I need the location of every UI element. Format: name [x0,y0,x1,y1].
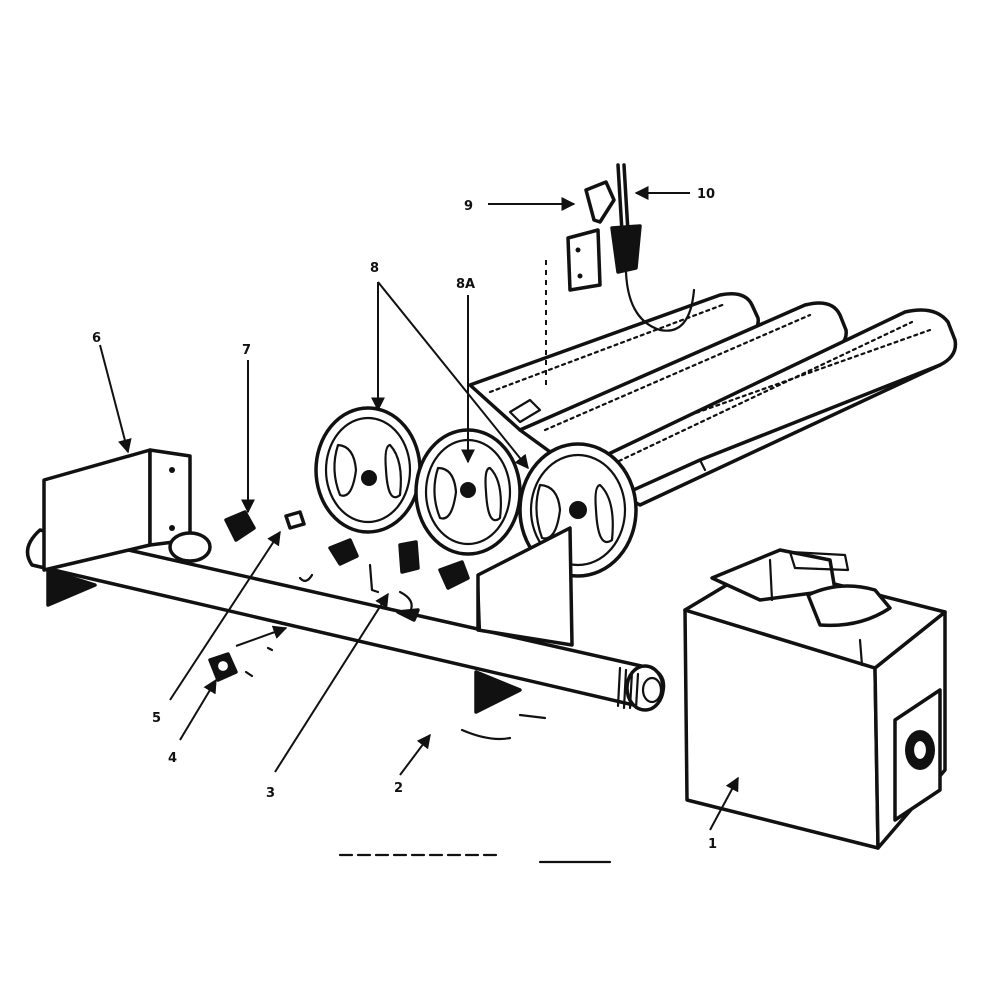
callout-6: 6 [92,331,101,346]
burner-tubes [468,292,958,507]
pilot-assembly [545,163,696,390]
callout-5: 5 [152,711,161,726]
callout-4: 4 [168,751,177,766]
callout-7: 7 [242,343,251,358]
callout-3: 3 [266,786,275,801]
orifice-fittings [208,510,470,682]
mounting-bracket [42,448,212,572]
gas-manifold-pipe [25,528,666,741]
callout-8a: 8A [456,277,475,292]
callout-leaders [99,186,739,831]
callout-10: 10 [697,187,715,202]
callout-8: 8 [370,261,379,276]
callout-2: 2 [394,781,403,796]
callout-1: 1 [708,837,717,852]
air-shutter-left [314,406,422,534]
callout-9: 9 [464,199,473,214]
shield-plate [476,526,574,647]
